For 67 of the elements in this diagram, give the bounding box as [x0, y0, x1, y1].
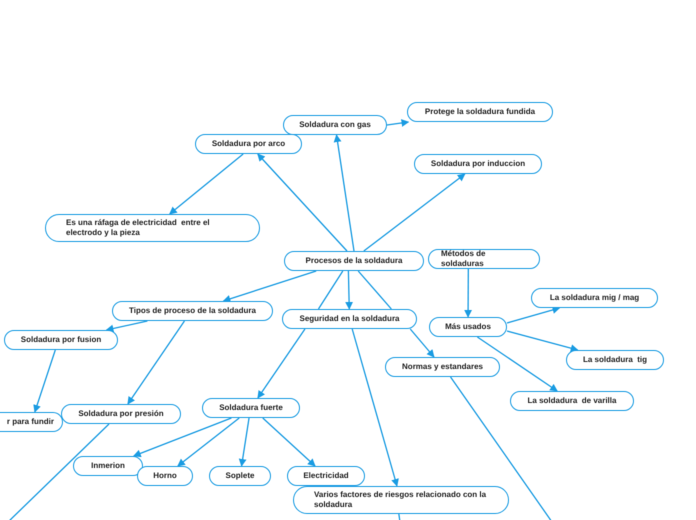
arrow — [238, 418, 250, 467]
topic-box — [385, 357, 500, 377]
topic-text: Protege la soldadura fundida — [424, 107, 536, 117]
topic-text: Inmerion — [91, 461, 125, 471]
arrow — [127, 320, 185, 405]
topic-box — [195, 134, 302, 154]
arrow — [363, 173, 466, 252]
topic-text: Más usados — [445, 322, 491, 332]
topic-box — [4, 330, 118, 350]
topic-text: Normas y estandares — [402, 362, 483, 372]
topic-text: Seguridad en la soldadura — [299, 314, 400, 324]
arrow — [477, 336, 558, 392]
topic-box — [284, 251, 424, 271]
topic-box — [112, 301, 273, 321]
topic-box — [531, 288, 658, 308]
arrow — [345, 270, 353, 310]
topic-box — [45, 214, 260, 242]
topic-text: Es una ráfaga de electricidad entre el electrodo y la pieza — [66, 218, 211, 238]
topic-text: Procesos de la soldadura — [306, 256, 402, 266]
topic-text: r para fundir — [6, 417, 54, 427]
arrow — [386, 119, 410, 127]
topic-box — [61, 404, 181, 424]
topic-box — [209, 466, 271, 486]
topic-text: Soldadura por arco — [212, 139, 286, 149]
topic-text: Tipos de proceso de la soldadura — [129, 306, 256, 316]
topic-text: Soldadura fuerte — [219, 403, 283, 413]
arrow — [177, 417, 240, 467]
topic-box — [407, 102, 553, 122]
topic-box — [287, 466, 365, 486]
arrow — [33, 350, 56, 413]
topic-box — [510, 391, 634, 411]
arrow — [222, 270, 316, 303]
topic-text: Horno — [153, 471, 177, 481]
arrow — [132, 417, 232, 458]
topic-box — [429, 317, 507, 337]
arrow — [106, 320, 148, 332]
topic-text: La soldadura de varilla — [528, 396, 616, 406]
topic-box — [202, 398, 300, 418]
arrow — [169, 154, 244, 214]
topic-text: Soldadura por fusion — [20, 335, 102, 345]
topic-text: La soldadura mig / mag — [550, 293, 640, 303]
arrow — [262, 418, 316, 467]
arrow — [257, 328, 306, 399]
arrow — [257, 153, 348, 252]
topic-text: Soldadura por induccion — [430, 159, 526, 169]
topic-text: Métodos de soldaduras — [441, 249, 486, 269]
topic-box — [414, 154, 542, 174]
topic-box — [566, 350, 664, 370]
topic-box — [293, 486, 509, 514]
topic-box — [73, 456, 143, 476]
topic-text: Soldadura por presión — [78, 409, 164, 419]
topic-text: Varios factores de riesgos relacionado con la soldadura — [314, 490, 488, 510]
arrow — [464, 269, 472, 318]
topic-text: Electricidad — [303, 471, 349, 481]
topic-text: Soldadura con gas — [299, 120, 371, 130]
topic-box — [137, 466, 193, 486]
topic-box — [0, 412, 63, 432]
topic-box — [428, 249, 540, 269]
arrow — [334, 134, 355, 252]
topic-box — [283, 115, 387, 135]
topic-box — [282, 309, 417, 329]
arrow — [352, 328, 399, 487]
topic-text: La soldadura tig — [582, 355, 647, 365]
topic-text: Soplete — [226, 471, 254, 481]
arrow — [506, 330, 578, 352]
arrow — [506, 306, 560, 324]
arrow — [410, 328, 435, 358]
